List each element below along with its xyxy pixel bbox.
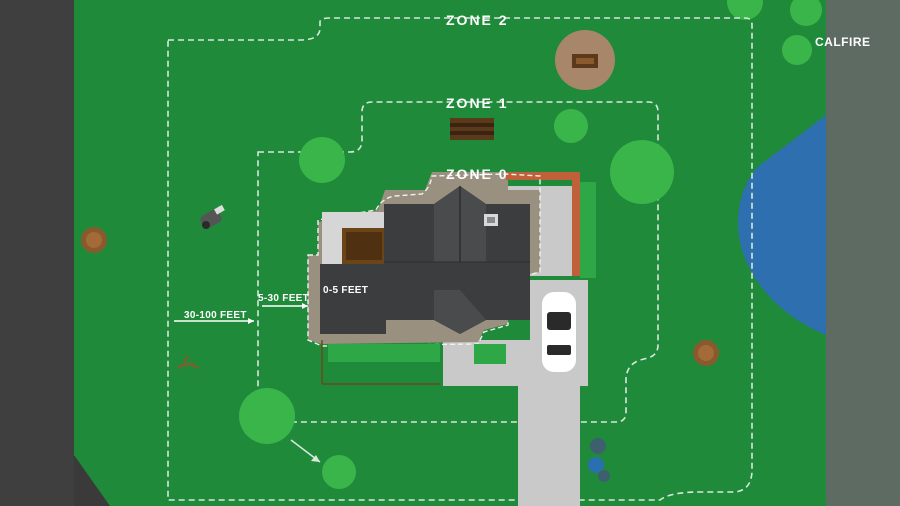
zone-2-arrow-head [248, 318, 254, 324]
bench-icon [450, 118, 494, 140]
garage-roof [320, 264, 386, 334]
tree-stump-icon-right [693, 340, 719, 366]
zone-1-distance-label: 5-30 FEET [258, 293, 310, 304]
zone-0-title: ZONE 0 [446, 166, 509, 182]
car-icon [542, 292, 576, 372]
brick-deck-top [506, 172, 580, 180]
calfire-credit: CALFIRE [815, 35, 871, 49]
zone-0-distance-label: 0-5 FEET [323, 285, 369, 296]
brick-deck-side [572, 172, 580, 276]
tree-right [782, 35, 812, 65]
branch-debris [177, 355, 199, 370]
garden-fence [321, 340, 440, 385]
tree-zone2-bottom [322, 455, 356, 489]
driveway-strip [518, 380, 580, 506]
arrow-head [311, 455, 320, 462]
lawn-mower-icon [200, 204, 225, 229]
pond [738, 115, 826, 335]
tree-top-right [727, 0, 763, 20]
zone-2-distance-label: 30-100 FEET [184, 310, 247, 321]
zone-1-boundary [257, 101, 659, 423]
road-corner [74, 455, 110, 506]
picnic-table-icon [572, 54, 598, 68]
tree-zone1-right [610, 140, 674, 204]
tree-zone1-left [299, 137, 345, 183]
zone-1-arrow-head [302, 303, 308, 309]
tree-stump-icon [81, 227, 107, 253]
roof-gable-bottom [434, 290, 486, 334]
zone-2-boundary [167, 17, 753, 501]
right-side-bar [826, 0, 900, 506]
wood-deck-inner [346, 232, 382, 260]
zone-1-title: ZONE 1 [446, 95, 509, 111]
left-side-bar [0, 0, 74, 506]
hedge-right [580, 182, 596, 278]
zone-2-title: ZONE 2 [446, 12, 509, 28]
hedge-front [328, 344, 440, 362]
hedge-small [474, 344, 506, 364]
tree-top-right-2 [790, 0, 822, 26]
chimney-vent [487, 217, 495, 223]
tree-zone1-top [554, 109, 588, 143]
tree-zone2-bottom-left [239, 388, 295, 444]
trash-bin-icon [588, 438, 610, 482]
